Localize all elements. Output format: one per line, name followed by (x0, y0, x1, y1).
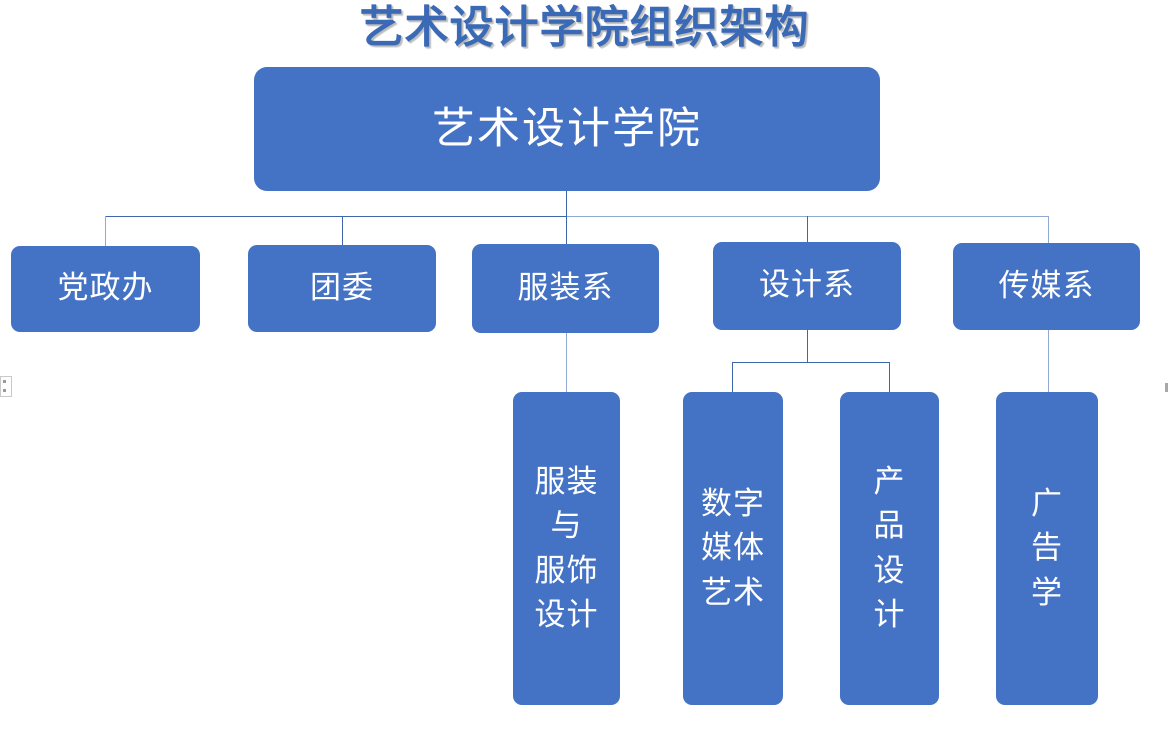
connector-shejixi-stem (807, 330, 808, 363)
handle-dot-bottom (3, 389, 6, 392)
node-chuanmeixi[interactable]: 传媒系 (953, 243, 1140, 330)
page-title: 艺术设计学院组织架构 (359, 1, 810, 54)
connector-level2-bar (105, 216, 567, 217)
connector-drop-tuanwei (342, 216, 343, 246)
connector-fuzhuangxi-to-child (566, 333, 567, 392)
connector-chuanmeixi-to-child (1048, 330, 1049, 392)
connector-drop-shuzi-meiti-yishu (732, 362, 733, 392)
node-tuanwei-label: 团委 (310, 269, 374, 306)
node-fuzhuang-fushi-sheji[interactable]: 服装 与 服饰 设计 (513, 392, 620, 705)
node-dangzhengban[interactable]: 党政办 (11, 246, 200, 332)
node-fuzhuangxi-label: 服装系 (517, 269, 614, 306)
connector-shejixi-bar (732, 362, 890, 363)
node-shejixi-label: 设计系 (759, 267, 855, 304)
node-root-label: 艺术设计学院 (432, 103, 702, 154)
node-shejixi[interactable]: 设计系 (713, 242, 901, 330)
handle-dot-top (3, 380, 6, 383)
right-edge-marker-artifact (1165, 383, 1168, 392)
node-fuzhuang-fushi-sheji-label: 服装 与 服饰 设计 (534, 464, 599, 633)
connector-drop-fuzhuangxi (566, 216, 567, 245)
connector-drop-dangzhengban (105, 216, 106, 247)
node-fuzhuangxi[interactable]: 服装系 (472, 244, 659, 333)
connector-drop-chanpin-sheji (889, 362, 890, 392)
connector-root-stem (566, 190, 567, 217)
node-guanggaoxue-label: 广 告 学 (1031, 486, 1063, 611)
node-chanpin-sheji-label: 产 品 设 计 (873, 464, 906, 633)
node-shuzi-meiti-yishu-label: 数字 媒体 艺术 (701, 486, 765, 611)
left-edge-handle-artifact (0, 376, 12, 397)
connector-drop-chuanmeixi (1048, 216, 1049, 243)
connector-drop-shejixi (807, 216, 808, 243)
node-root[interactable]: 艺术设计学院 (254, 67, 880, 191)
node-shuzi-meiti-yishu[interactable]: 数字 媒体 艺术 (683, 392, 783, 705)
node-chuanmeixi-label: 传媒系 (998, 267, 1095, 304)
node-chanpin-sheji[interactable]: 产 品 设 计 (840, 392, 939, 705)
node-tuanwei[interactable]: 团委 (248, 245, 436, 332)
node-guanggaoxue[interactable]: 广 告 学 (996, 392, 1098, 705)
node-dangzhengban-label: 党政办 (57, 270, 154, 307)
